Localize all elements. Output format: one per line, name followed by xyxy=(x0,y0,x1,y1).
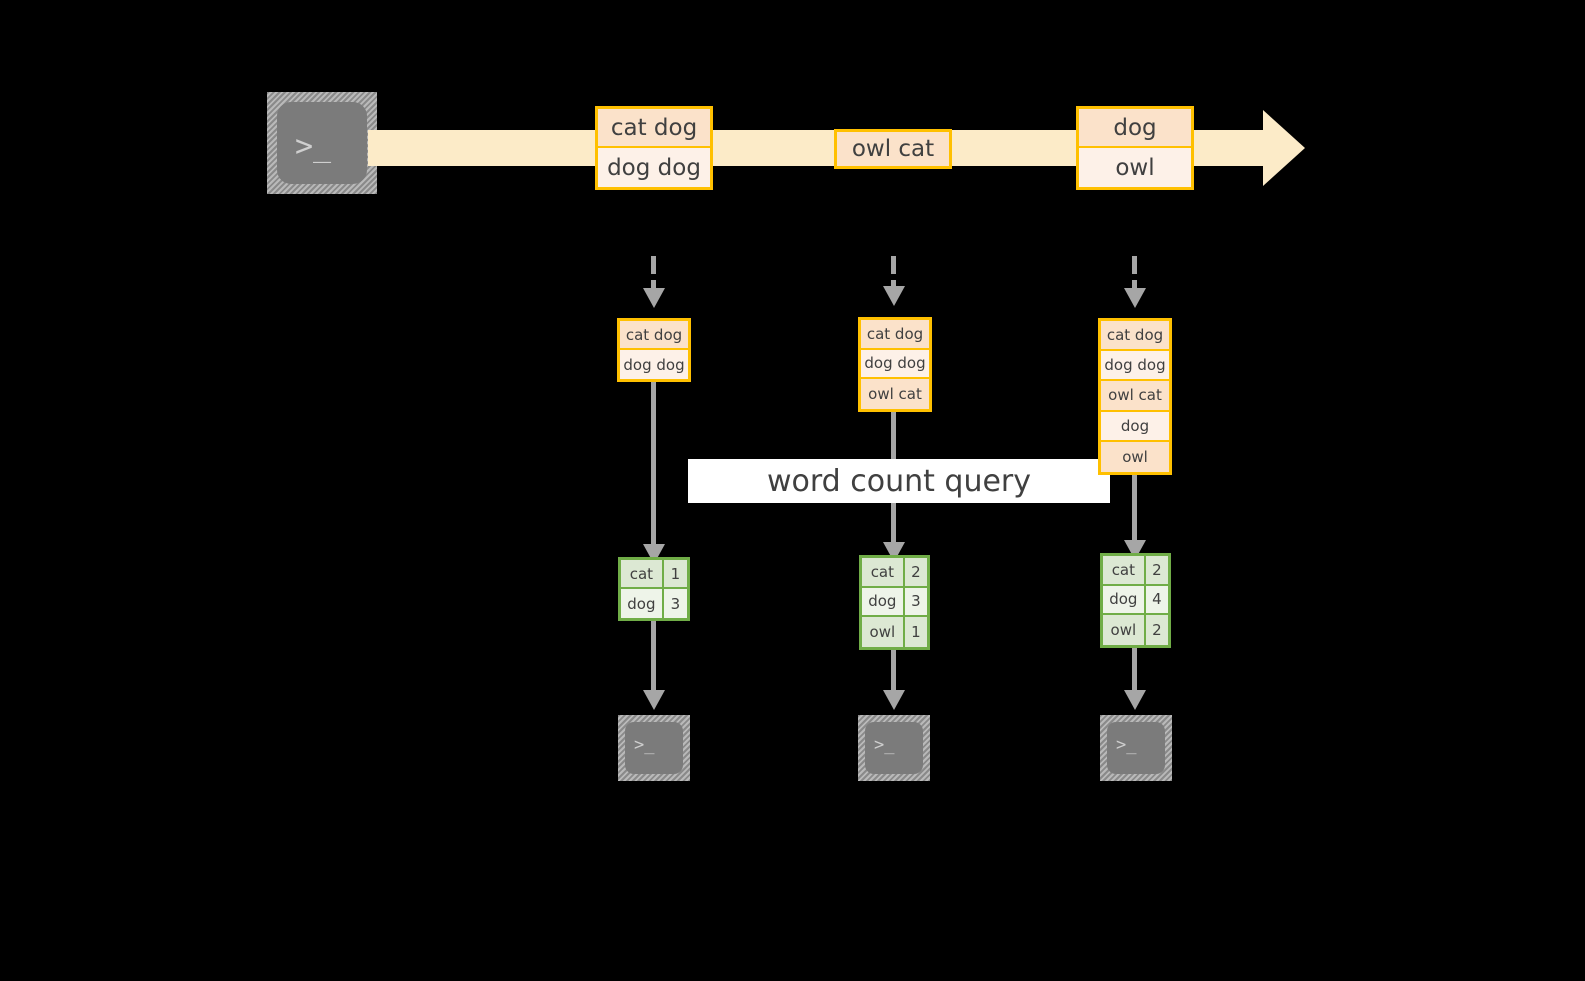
result-count-cell: 2 xyxy=(1145,556,1168,584)
snapshot-2-sink-terminal-icon: >_ xyxy=(858,715,930,781)
sink-connector-1-arrowhead xyxy=(643,690,665,710)
snapshot-input-row: owl cat xyxy=(861,379,929,409)
feed-connector-2-arrowhead xyxy=(883,286,905,306)
result-row: cat 2 xyxy=(1103,556,1168,586)
sink-connector-2 xyxy=(891,650,896,693)
sink-connector-3 xyxy=(1132,648,1137,693)
sink-terminal-body: >_ xyxy=(865,722,923,774)
sink-terminal-body: >_ xyxy=(1107,722,1165,774)
query-connector-1 xyxy=(651,382,656,552)
source-terminal-body: >_ xyxy=(277,102,367,184)
query-banner-label: word count query xyxy=(766,463,1032,499)
snapshot-input-row: cat dog xyxy=(1101,321,1169,352)
result-word-cell: dog xyxy=(1103,585,1146,614)
sink-connector-2-arrowhead xyxy=(883,690,905,710)
stream-event-2[interactable]: owl cat xyxy=(834,129,952,169)
result-word-cell: owl xyxy=(862,617,905,647)
sink-connector-3-arrowhead xyxy=(1124,690,1146,710)
stream-event-line: owl cat xyxy=(837,132,949,166)
terminal-prompt-label: >_ xyxy=(1116,735,1137,755)
feed-connector-3-segment xyxy=(1132,256,1137,274)
stream-event-line: cat dog xyxy=(598,109,710,148)
source-terminal-icon: >_ xyxy=(267,92,377,194)
result-row: owl 2 xyxy=(1103,615,1168,645)
snapshot-2-input-stack[interactable]: cat dog dog dog owl cat xyxy=(858,317,932,412)
stream-event-1[interactable]: cat dog dog dog xyxy=(595,106,713,190)
snapshot-3-sink-terminal-icon: >_ xyxy=(1100,715,1172,781)
feed-connector-1-segment xyxy=(651,280,656,288)
terminal-prompt-label: >_ xyxy=(295,129,332,164)
snapshot-3-input-stack-overlay[interactable]: cat dog dog dog owl cat dog owl xyxy=(1098,318,1172,475)
result-row: owl 1 xyxy=(862,617,927,647)
result-count-cell: 3 xyxy=(663,589,687,618)
snapshot-input-row: owl cat xyxy=(1101,381,1169,412)
snapshot-1-result-table[interactable]: cat 1 dog 3 xyxy=(618,557,690,621)
sink-terminal-body: >_ xyxy=(625,722,683,774)
snapshot-input-row: owl xyxy=(1101,441,1169,472)
feed-connector-2-segment xyxy=(891,256,896,274)
result-count-cell: 3 xyxy=(904,587,927,616)
snapshot-input-row: cat dog xyxy=(620,321,688,350)
snapshot-3-result-table[interactable]: cat 2 dog 4 owl 2 xyxy=(1100,553,1171,648)
result-row: dog 3 xyxy=(621,589,687,618)
result-word-cell: owl xyxy=(1103,615,1146,645)
snapshot-input-row: cat dog xyxy=(861,320,929,350)
stream-event-line: dog xyxy=(1079,109,1191,148)
stream-event-line: owl xyxy=(1079,148,1191,187)
snapshot-input-row: dog xyxy=(1101,411,1169,442)
terminal-prompt-label: >_ xyxy=(634,735,655,755)
stream-arrow-head xyxy=(1263,110,1305,186)
terminal-prompt-label: >_ xyxy=(874,735,895,755)
result-row: dog 4 xyxy=(1103,585,1168,616)
snapshot-1-sink-terminal-icon: >_ xyxy=(618,715,690,781)
stream-event-line: dog dog xyxy=(598,148,710,187)
feed-connector-2-segment xyxy=(891,280,896,286)
result-count-cell: 1 xyxy=(904,617,927,647)
feed-connector-3-segment xyxy=(1132,280,1137,288)
result-row: cat 2 xyxy=(862,558,927,588)
result-row: cat 1 xyxy=(621,560,687,589)
result-count-cell: 2 xyxy=(1145,615,1168,645)
result-word-cell: cat xyxy=(621,560,664,587)
snapshot-input-row: dog dog xyxy=(1101,351,1169,382)
feed-connector-3-arrowhead xyxy=(1124,288,1146,308)
feed-connector-1-arrowhead xyxy=(643,288,665,308)
snapshot-2-result-table[interactable]: cat 2 dog 3 owl 1 xyxy=(859,555,930,650)
result-count-cell: 2 xyxy=(904,558,927,586)
result-count-cell: 1 xyxy=(663,560,687,587)
result-row: dog 3 xyxy=(862,587,927,618)
result-word-cell: dog xyxy=(621,589,664,618)
result-word-cell: cat xyxy=(1103,556,1146,584)
sink-connector-1 xyxy=(651,621,656,693)
query-connector-3 xyxy=(1132,475,1137,548)
feed-connector-1-segment xyxy=(651,256,656,274)
result-word-cell: cat xyxy=(862,558,905,586)
query-banner: word count query xyxy=(688,459,1110,503)
snapshot-input-row: dog dog xyxy=(620,350,688,379)
result-count-cell: 4 xyxy=(1145,585,1168,614)
snapshot-input-row: dog dog xyxy=(861,349,929,380)
result-word-cell: dog xyxy=(862,587,905,616)
snapshot-1-input-stack[interactable]: cat dog dog dog xyxy=(617,318,691,382)
stream-event-3[interactable]: dog owl xyxy=(1076,106,1194,190)
